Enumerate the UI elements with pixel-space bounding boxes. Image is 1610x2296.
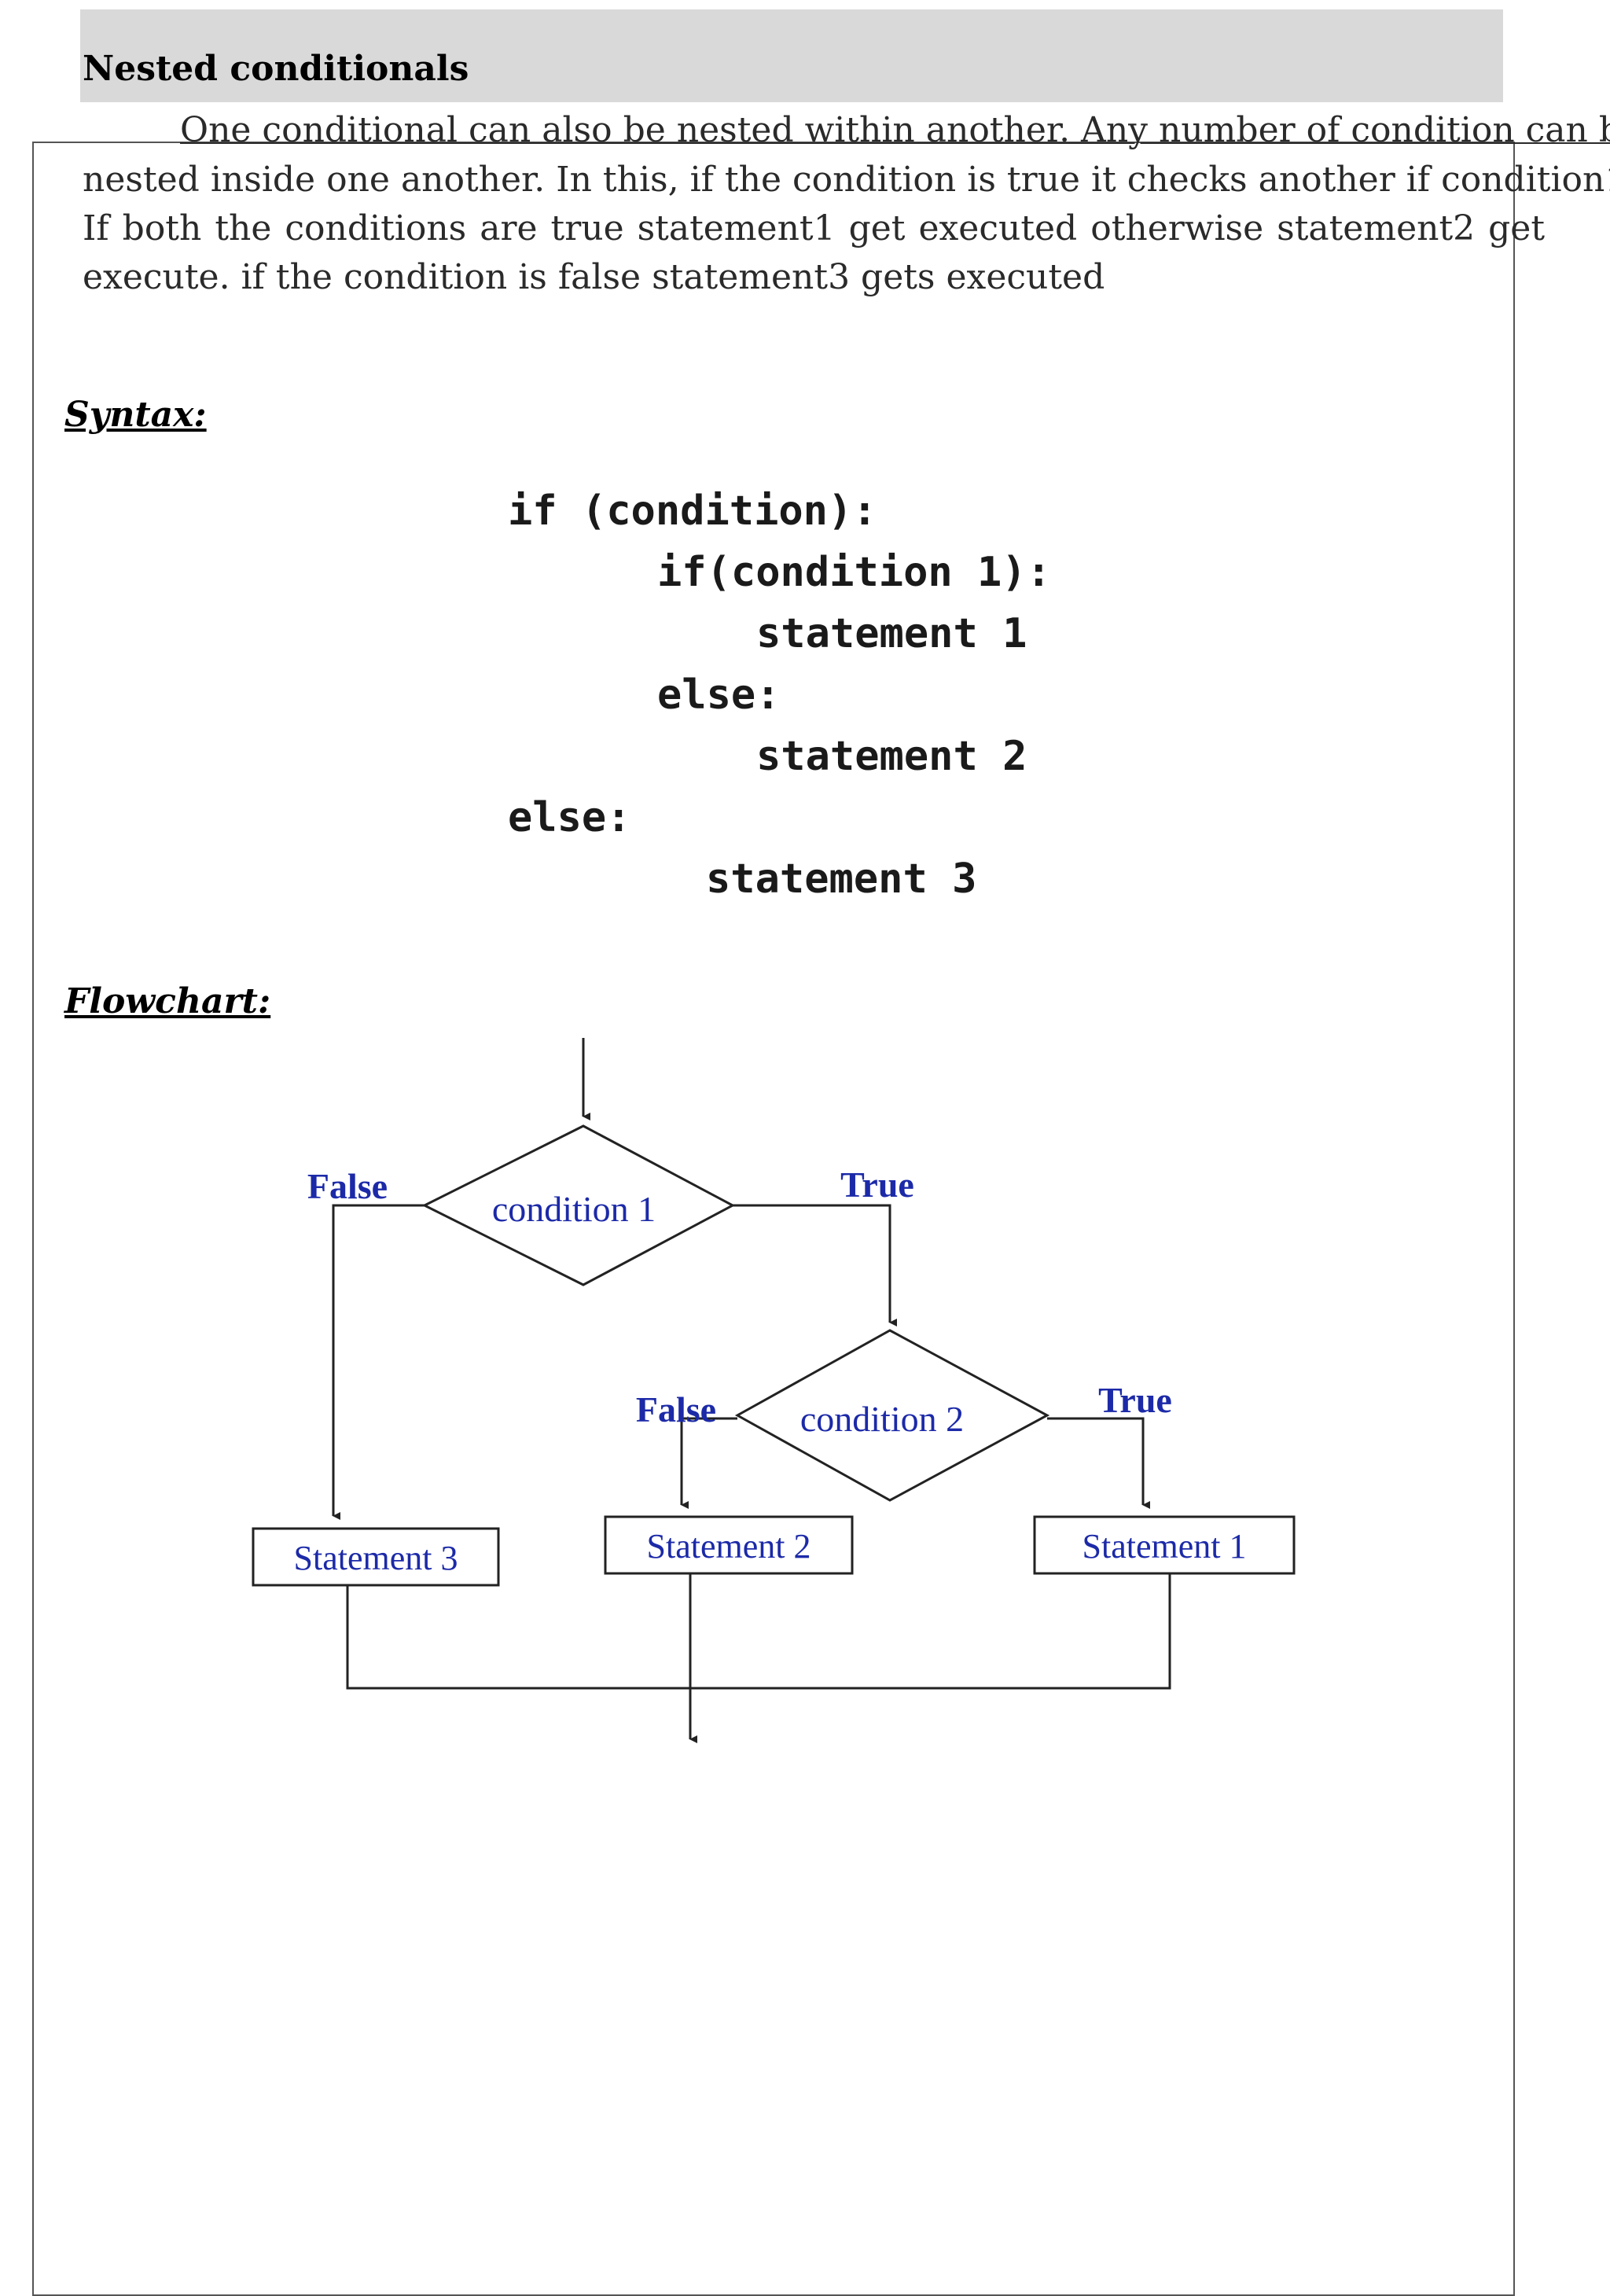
page-title: Nested conditionals: [83, 49, 469, 89]
title-bar: [80, 9, 1503, 102]
flowchart-heading: Flowchart:: [64, 981, 271, 1021]
decision-2-label: condition 2: [800, 1399, 964, 1439]
statement-3-box: [252, 1527, 500, 1587]
statement-1-label: Statement 1: [1083, 1527, 1247, 1566]
c2-false-label: False: [636, 1389, 716, 1429]
c2-true-connector: [1047, 1417, 1150, 1509]
c2-false-connector: [680, 1417, 737, 1509]
c1-true-connector: [733, 1204, 897, 1326]
code-line: if (condition):: [508, 488, 877, 535]
c2-true-label: True: [1098, 1380, 1172, 1420]
code-line: else:: [508, 794, 631, 841]
statement-2-label: Statement 2: [647, 1527, 811, 1566]
statement-1-box: [1033, 1515, 1296, 1575]
paragraph-line: execute. if the condition is false state…: [83, 257, 1105, 297]
code-line: statement 1: [756, 610, 1027, 657]
syntax-heading: Syntax:: [64, 395, 207, 435]
decision-2-diamond: [734, 1329, 1050, 1502]
c1-false-label: False: [307, 1166, 388, 1206]
paragraph-line: If both the conditions are true statemen…: [83, 208, 1545, 248]
code-line: statement 2: [756, 733, 1027, 780]
code-line: else:: [657, 672, 781, 719]
paragraph-line: nested inside one another. In this, if t…: [83, 160, 1610, 200]
code-line: statement 3: [706, 855, 977, 903]
decision-1-label: condition 1: [492, 1189, 656, 1229]
merge-connector: [346, 1573, 1171, 1690]
code-line: if(condition 1):: [657, 549, 1051, 596]
paragraph-line: One conditional can also be nested withi…: [180, 110, 1610, 150]
statement-2-box: [604, 1515, 854, 1575]
statement-3-label: Statement 3: [294, 1539, 458, 1577]
decision-1-diamond: [421, 1124, 736, 1286]
c1-true-label: True: [840, 1165, 914, 1205]
c1-false-connector: [332, 1204, 425, 1520]
